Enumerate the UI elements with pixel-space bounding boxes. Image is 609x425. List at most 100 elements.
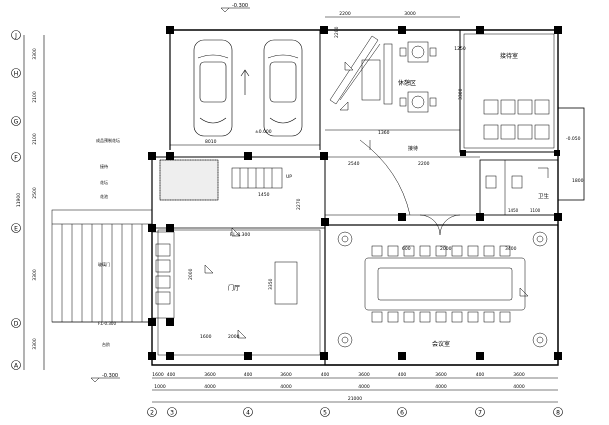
grid-col-label: 3 bbox=[170, 410, 174, 417]
chairs-bottom bbox=[371, 311, 511, 323]
restroom: 卫生 1450 1100 bbox=[485, 167, 550, 213]
dim-total: 21000 bbox=[348, 396, 362, 402]
grid-col-label: 6 bbox=[400, 410, 404, 417]
left-total-dim: 11900 bbox=[16, 193, 22, 207]
grid-row-J: J bbox=[11, 30, 21, 40]
grid-col-label: 8 bbox=[556, 410, 560, 417]
grid-row-label: D bbox=[14, 321, 19, 328]
grid-col-labels: 2 3 4 5 6 7 8 bbox=[147, 407, 563, 417]
dim-text: 2000 bbox=[228, 334, 240, 340]
annotation: 台阶 bbox=[102, 341, 110, 347]
grid-col-3: 3 bbox=[167, 407, 177, 417]
grid-col-6: 6 bbox=[397, 407, 407, 417]
dim-text: 1450 bbox=[258, 192, 270, 198]
reception-level: -0.050 bbox=[566, 136, 581, 142]
annotation: 成品预制花坛 bbox=[96, 137, 120, 143]
dim-text: 4000 bbox=[204, 384, 216, 390]
dim-text: 3600 bbox=[280, 372, 292, 378]
grid-row-label: F bbox=[14, 155, 18, 162]
dim-text: 400 bbox=[476, 372, 485, 378]
garage-width: 8010 bbox=[205, 139, 217, 145]
table-set bbox=[399, 91, 437, 113]
grid-row-G: G bbox=[11, 116, 21, 126]
car-right bbox=[263, 39, 303, 137]
dim-text: 3000 bbox=[404, 11, 416, 17]
lobby-level: F.L-0.300 bbox=[230, 232, 250, 238]
grid-row-A: A bbox=[11, 360, 21, 370]
plant-icon bbox=[337, 231, 353, 247]
dim-text: 3600 bbox=[435, 372, 447, 378]
rest-area: 休憩区 2200 bbox=[329, 26, 437, 113]
grid-row-labels: J H G F E D A 3300 2100 2100 2500 bbox=[11, 30, 38, 370]
grid-row-label: E bbox=[14, 226, 18, 233]
dim-text: 4000 bbox=[513, 384, 525, 390]
dim-text: 3400 bbox=[505, 246, 517, 252]
plant-icon bbox=[337, 332, 353, 348]
lobby: 门厅 F.L-0.300 1600 2000 3350 2000 bbox=[151, 227, 529, 340]
annotation: 花池 bbox=[100, 193, 108, 199]
grid-col-label: 4 bbox=[246, 410, 250, 417]
dim-text: 400 bbox=[167, 372, 176, 378]
dim-text: 400 bbox=[244, 372, 253, 378]
dim-text: 1600 bbox=[200, 334, 212, 340]
grid-col-label: 2 bbox=[150, 410, 154, 417]
annotation: 花坛 bbox=[100, 179, 108, 185]
dim-text: 3350 bbox=[268, 278, 274, 290]
dim-text: 600 bbox=[402, 246, 411, 252]
room-label-meeting: 会议室 bbox=[432, 340, 450, 348]
row-span: 3300 bbox=[32, 48, 38, 60]
garage-level: ±0.000 bbox=[255, 129, 272, 135]
dim-text: 2000 bbox=[188, 268, 194, 280]
row-span: 2100 bbox=[32, 133, 38, 145]
row-span: 3300 bbox=[32, 269, 38, 281]
grid-row-H: H bbox=[11, 68, 21, 78]
bottom-dimensions: 1600 400 3600 400 3600 400 3600 400 3600… bbox=[152, 372, 525, 402]
dim-text: 2200 bbox=[418, 161, 430, 167]
annotation: 玻璃门 bbox=[98, 261, 110, 267]
corridor: 2540 2200 1360 接待 UP 1450 2270 bbox=[159, 130, 430, 216]
grid-col-5: 5 bbox=[320, 407, 330, 417]
level-bottom: -0.300 bbox=[102, 373, 118, 379]
grid-row-label: H bbox=[14, 71, 19, 78]
grid-col-label: 5 bbox=[323, 410, 327, 417]
sofa-row bbox=[483, 124, 550, 140]
grid-col-7: 7 bbox=[475, 407, 485, 417]
reception-room: 接待室 3300 -0.050 bbox=[458, 52, 581, 142]
grid-col-8: 8 bbox=[553, 407, 563, 417]
sofa-row bbox=[483, 99, 550, 115]
room-label-reception: 接待室 bbox=[500, 52, 518, 60]
dim-text: 1600 bbox=[152, 372, 164, 378]
dim-text: 1360 bbox=[378, 130, 390, 136]
dim-text: 400 bbox=[398, 372, 407, 378]
dim-text: 2200 bbox=[334, 26, 340, 38]
grid-col-label: 7 bbox=[478, 410, 482, 417]
dim-text: 400 bbox=[321, 372, 330, 378]
grid-col-2: 2 bbox=[147, 407, 157, 417]
plant-icon bbox=[532, 231, 548, 247]
reception-desk: 接待 bbox=[408, 145, 418, 152]
grid-row-D: D bbox=[11, 318, 21, 328]
dim-text: 2000 bbox=[440, 246, 452, 252]
room-label-restroom: 卫生 bbox=[538, 192, 550, 200]
level-markers: -0.300 -0.300 bbox=[90, 3, 250, 383]
left-annotations: 成品预制花坛 接待 花坛 花池 玻璃门 F.L-0.300 台阶 bbox=[96, 137, 120, 347]
entrance-steps bbox=[51, 209, 153, 323]
plant-icon bbox=[532, 332, 548, 348]
dim-text: 1800 bbox=[572, 178, 584, 184]
dim-text: 2200 bbox=[339, 11, 351, 17]
annotation: F.L-0.300 bbox=[98, 321, 116, 326]
annotation: 接待 bbox=[100, 163, 108, 169]
arrow-up-icon bbox=[240, 69, 250, 95]
dim-text: 1100 bbox=[530, 208, 541, 213]
dim-text: 1450 bbox=[508, 208, 519, 213]
dim-text: 1000 bbox=[154, 384, 166, 390]
dim-text: 2270 bbox=[296, 198, 302, 210]
grid-row-F: F bbox=[11, 152, 21, 162]
row-span: 2100 bbox=[32, 91, 38, 103]
dim-text: 2540 bbox=[348, 161, 360, 167]
dim-text: 4000 bbox=[435, 384, 447, 390]
dim-text: 3300 bbox=[458, 88, 464, 100]
grid-col-4: 4 bbox=[243, 407, 253, 417]
